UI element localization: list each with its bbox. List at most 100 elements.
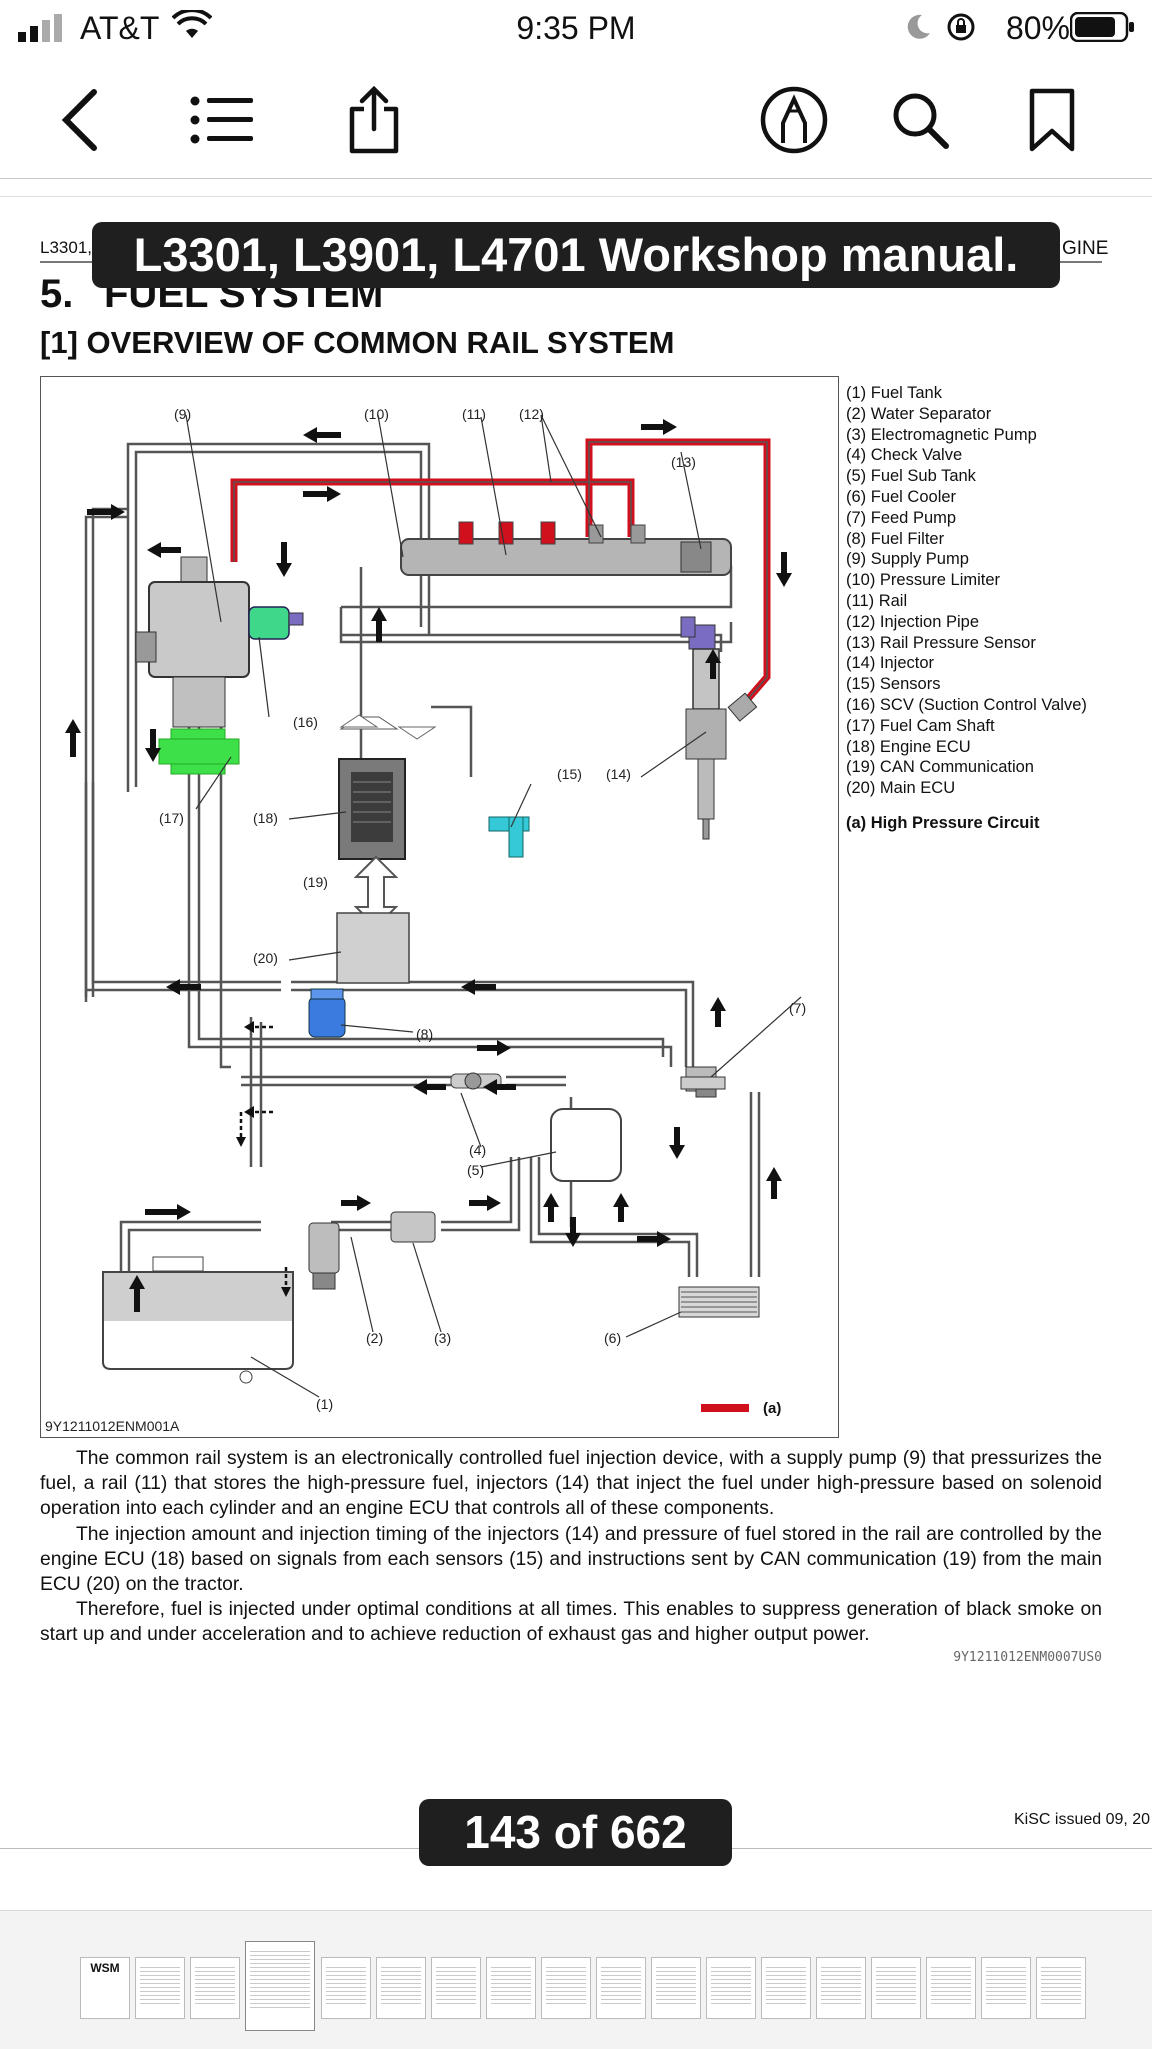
page-thumbnail[interactable] (871, 1957, 921, 2019)
diagram-label-15: (15) (557, 766, 582, 782)
diagram-label-5: (5) (467, 1162, 484, 1178)
legend-item: (18) Engine ECU (846, 737, 971, 756)
page-thumbnail[interactable] (376, 1957, 426, 2019)
markup-pen-icon (760, 86, 828, 154)
diagram-label-18: (18) (253, 810, 278, 826)
legend-item: (1) Fuel Tank (846, 384, 942, 402)
body-text: The common rail system is an electronica… (40, 1446, 1102, 1648)
paragraph: Therefore, fuel is injected under optima… (40, 1599, 1102, 1646)
page-thumbnail[interactable] (135, 1957, 185, 2019)
back-button[interactable] (40, 80, 120, 160)
legend-item: (16) SCV (Suction Control Valve) (846, 695, 1087, 714)
page-thumbnail[interactable] (651, 1957, 701, 2019)
page-thumbnail[interactable] (321, 1957, 371, 2019)
legend-item: (12) Injection Pipe (846, 612, 979, 631)
thumbnail-content (656, 1964, 696, 2006)
page-indicator: 143 of 662 (419, 1799, 732, 1866)
thumbnail-content (711, 1964, 751, 2006)
bookmark-button[interactable] (1012, 80, 1092, 160)
legend-item: (2) Water Separator (846, 404, 992, 423)
high-pressure-key (701, 1404, 749, 1412)
page-thumbnail[interactable] (926, 1957, 976, 2019)
page-thumbnail[interactable] (596, 1957, 646, 2019)
page-thumbnail[interactable] (431, 1957, 481, 2019)
page-thumbnail[interactable] (706, 1957, 756, 2019)
page-thumbnail[interactable]: WSM (80, 1957, 130, 2019)
figure-code: 9Y1211012ENM001A (45, 1418, 180, 1434)
rotation-lock-icon (946, 12, 976, 47)
legend-item: (15) Sensors (846, 675, 941, 694)
page-thumbnail[interactable] (981, 1957, 1031, 2019)
thumbnail-content (986, 1964, 1026, 2006)
legend-item: (8) Fuel Filter (846, 529, 945, 548)
legend-item: (3) Electromagnetic Pump (846, 425, 1037, 444)
diagram-label-6: (6) (604, 1330, 621, 1346)
search-button[interactable] (880, 80, 960, 160)
search-icon (893, 93, 949, 149)
thumbnail-content (821, 1964, 861, 2006)
thumbnail-content (381, 1964, 421, 2006)
legend-item: (19) CAN Communication (846, 758, 1034, 777)
page-thumbnail[interactable] (541, 1957, 591, 2019)
page-thumbnail[interactable] (761, 1957, 811, 2019)
diagram-label-10: (10) (364, 406, 389, 422)
thumbnail-content (436, 1964, 476, 2006)
legend-item: (6) Fuel Cooler (846, 487, 957, 506)
reader-toolbar (0, 60, 1152, 179)
document-title-overlay: L3301, L3901, L4701 Workshop manual. (92, 222, 1060, 288)
back-chevron-icon (61, 89, 97, 151)
page-header-right: GINE (1062, 238, 1109, 259)
diagram-label-13: (13) (671, 454, 696, 470)
markup-button[interactable] (754, 80, 834, 160)
thumbnail-content (326, 1964, 366, 2006)
diagram-label-4: (4) (469, 1142, 486, 1158)
legend-high-pressure: (a) High Pressure Circuit (846, 813, 1040, 832)
thumbnail-label: WSM (90, 1961, 120, 1975)
page-thumbnail[interactable] (190, 1957, 240, 2019)
outline-list-icon (190, 96, 253, 144)
diagram-label-2: (2) (366, 1330, 383, 1346)
diagram-label-14: (14) (606, 766, 631, 782)
diagram-legend: (1) Fuel Tank (2) Water Separator (3) El… (846, 383, 1146, 834)
thumbnail-content (1041, 1964, 1081, 2006)
legend-item: (9) Supply Pump (846, 550, 969, 569)
legend-item: (5) Fuel Sub Tank (846, 467, 976, 486)
thumbnail-content (546, 1964, 586, 2006)
battery-icon (1069, 11, 1136, 47)
legend-item: (4) Check Valve (846, 446, 963, 465)
pdf-page[interactable] (0, 196, 1152, 1851)
page-header-left: L3301, (40, 238, 92, 257)
outline-button[interactable] (182, 80, 262, 160)
thumbnail-content (876, 1964, 916, 2006)
legend-item: (17) Fuel Cam Shaft (846, 716, 995, 735)
battery-percent: 80% (1005, 10, 1070, 46)
legend-item: (7) Feed Pump (846, 508, 957, 527)
section-number: 5. (40, 272, 74, 316)
thumbnail-content (195, 1964, 235, 2006)
moon-icon (904, 13, 932, 46)
fuel-system-diagram: (9) (10) (11) (12) (13) (16) (17) (18) (… (40, 376, 839, 1438)
signal-icon (18, 14, 68, 47)
diagram-label-a: (a) (763, 1400, 781, 1417)
carrier-label: AT&T (80, 10, 160, 46)
share-button[interactable] (334, 80, 414, 160)
page-footer-right: KiSC issued 09, 20 (1014, 1811, 1151, 1828)
share-icon (349, 85, 399, 154)
diagram-label-20: (20) (253, 950, 278, 966)
status-bar: AT&T 9:35 PM 80% (0, 0, 1152, 58)
thumbnail-strip[interactable]: WSM (0, 1910, 1152, 2049)
page-thumbnail[interactable] (816, 1957, 866, 2019)
legend-item: (11) Rail (846, 591, 908, 610)
page-thumbnail[interactable] (486, 1957, 536, 2019)
page-thumbnail[interactable] (1036, 1957, 1086, 2019)
legend-item: (20) Main ECU (846, 779, 956, 798)
legend-item: (10) Pressure Limiter (846, 571, 1001, 590)
diagram-label-3: (3) (434, 1330, 451, 1346)
diagram-label-17: (17) (159, 810, 184, 826)
diagram-label-7: (7) (789, 1000, 806, 1016)
diagram-label-8: (8) (416, 1026, 433, 1042)
thumbnail-content (766, 1964, 806, 2006)
legend-item: (13) Rail Pressure Sensor (846, 633, 1036, 652)
paragraph: The injection amount and injection timin… (40, 1523, 1102, 1596)
page-thumbnail-selected[interactable] (245, 1941, 315, 2031)
